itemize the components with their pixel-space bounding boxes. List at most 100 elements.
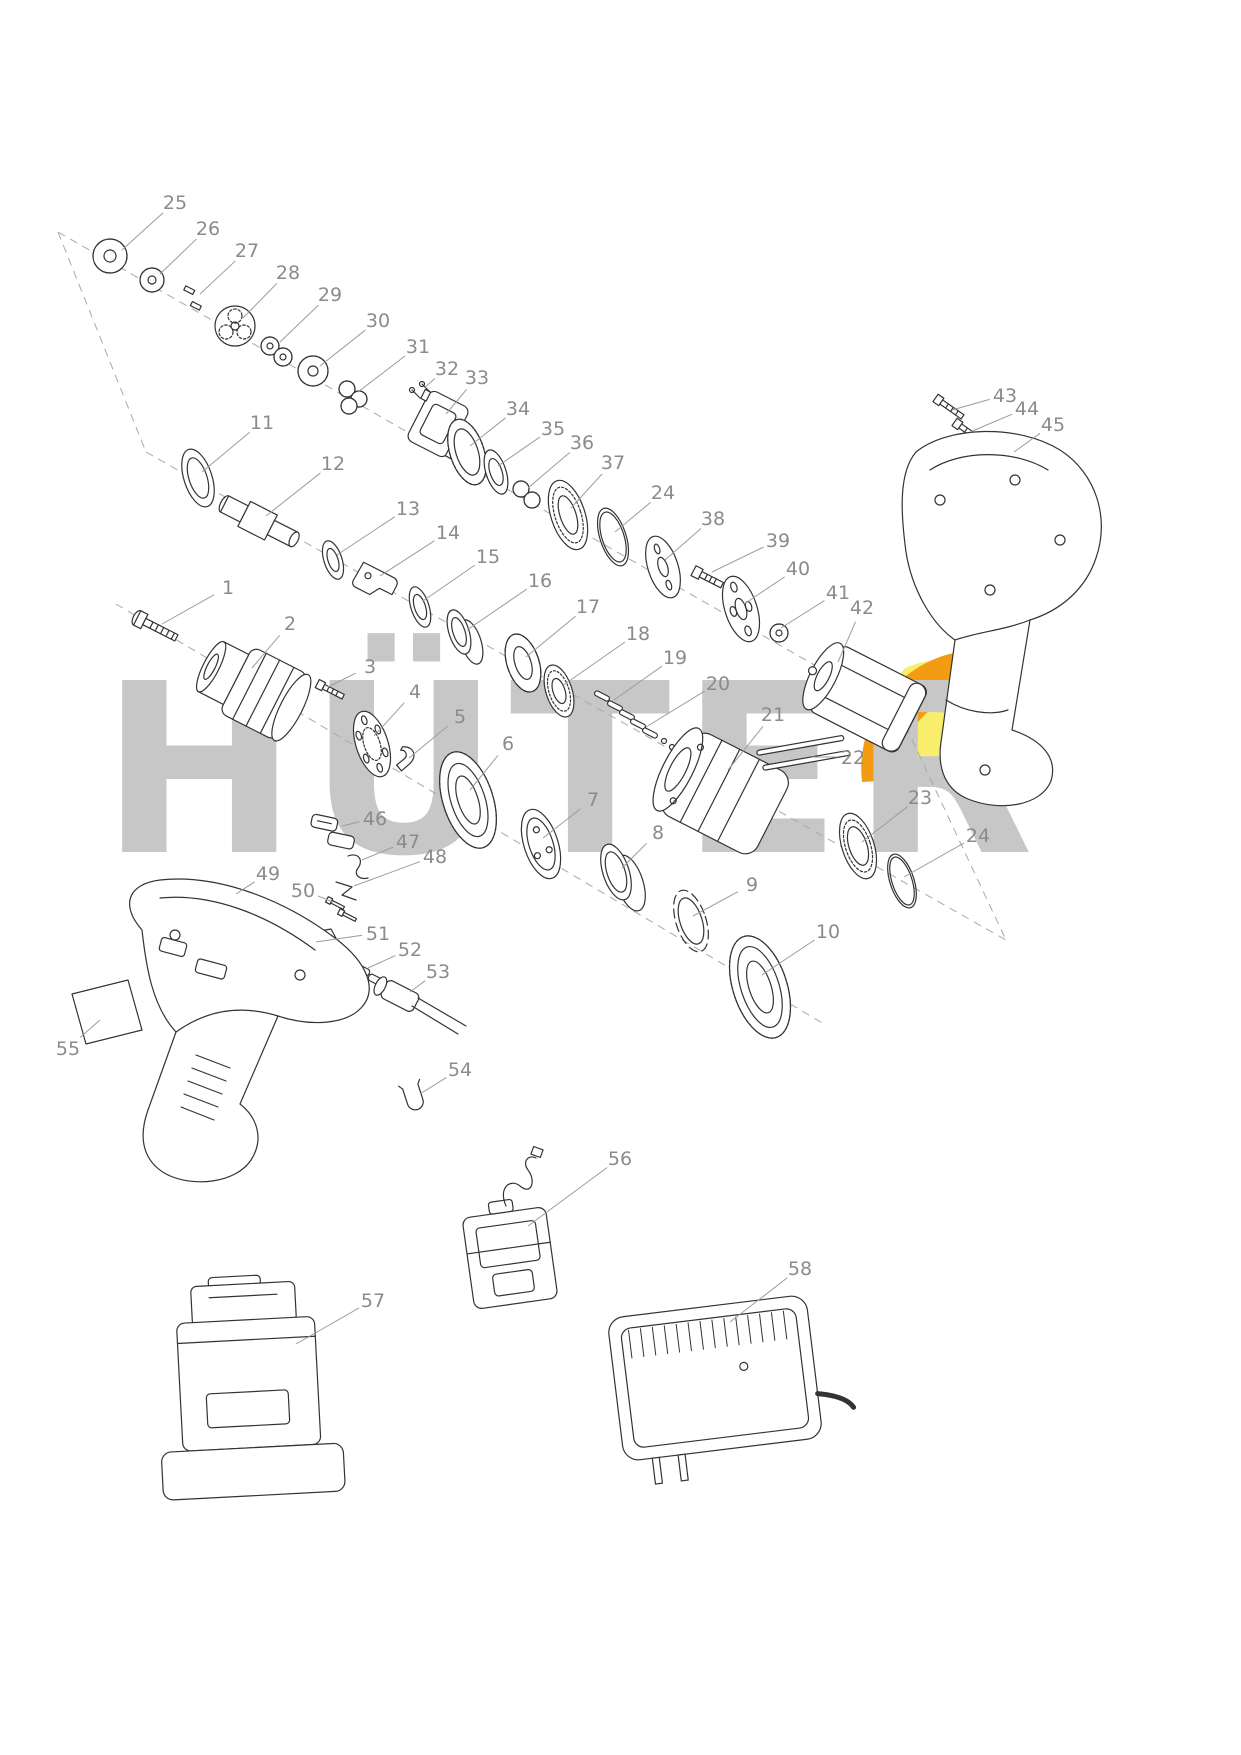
part-50-screws <box>324 896 358 922</box>
callout-10: 10 <box>816 921 840 943</box>
part-2-chuck <box>195 640 312 742</box>
part-36-gears <box>512 480 541 509</box>
callout-46: 46 <box>363 808 387 830</box>
leader-line-32 <box>423 378 436 389</box>
part-32-screws <box>408 380 431 399</box>
leader-line-20 <box>645 690 705 728</box>
callout-51: 51 <box>366 923 390 945</box>
part-12-spindle-shaft <box>218 495 300 548</box>
part-47-wire-clip <box>347 854 369 880</box>
leader-line-13 <box>336 516 395 556</box>
leader-line-50 <box>317 895 334 903</box>
callout-33: 33 <box>465 367 489 389</box>
callout-53: 53 <box>426 961 450 983</box>
leader-line-51 <box>315 934 363 943</box>
leader-line-47 <box>361 846 394 861</box>
callout-12: 12 <box>321 453 345 475</box>
part-54-u-clip <box>397 1078 424 1111</box>
callout-36: 36 <box>570 432 594 454</box>
leader-line-39 <box>711 546 764 573</box>
part-14-bracket-plate <box>352 561 398 596</box>
part-9-wave-washer <box>673 889 709 953</box>
callout-25: 25 <box>163 192 187 214</box>
leader-line-55 <box>79 1019 101 1038</box>
callout-29: 29 <box>318 284 342 306</box>
part-13-washer <box>321 540 345 580</box>
part-48-spring-wire <box>335 881 357 901</box>
leader-line-38 <box>664 528 702 561</box>
leader-line-34 <box>469 417 506 447</box>
part-26-gear <box>139 267 165 293</box>
callout-9: 9 <box>746 874 758 896</box>
leader-line-11 <box>201 431 251 473</box>
leader-lines-layer <box>79 212 1041 1345</box>
callout-8: 8 <box>652 822 664 844</box>
part-58-charger <box>608 1295 857 1485</box>
callout-17: 17 <box>576 596 600 618</box>
leader-line-3 <box>327 672 356 688</box>
leader-line-31 <box>357 355 406 393</box>
leader-line-15 <box>422 564 476 602</box>
callout-21: 21 <box>761 704 785 726</box>
leader-line-23 <box>861 806 908 843</box>
leader-line-12 <box>265 472 321 517</box>
part-42-motor <box>802 642 927 753</box>
callout-48: 48 <box>423 846 447 868</box>
part-38-disc <box>645 535 681 599</box>
callout-3: 3 <box>364 656 376 678</box>
leader-line-53 <box>409 980 426 993</box>
part-5-clip <box>395 746 415 772</box>
part-10-adjust-cap-ring <box>728 935 792 1039</box>
leader-line-33 <box>445 388 468 415</box>
callout-54: 54 <box>448 1059 472 1081</box>
callout-16: 16 <box>528 570 552 592</box>
part-22-rods <box>756 735 851 771</box>
callout-50: 50 <box>291 880 315 902</box>
leader-line-6 <box>469 755 499 791</box>
part-18-bearing <box>543 664 575 718</box>
leader-line-28 <box>242 283 278 319</box>
leader-line-4 <box>373 702 405 737</box>
leader-line-10 <box>761 939 815 976</box>
leader-line-35 <box>497 436 541 467</box>
part-23-bearing <box>838 812 878 880</box>
part-46-selector-buttons <box>310 813 355 850</box>
leader-line-52 <box>367 955 396 969</box>
part-21-gearbox-assembly <box>652 727 789 855</box>
leader-line-43 <box>951 398 990 411</box>
part-27-pins <box>183 285 202 311</box>
callout-30: 30 <box>366 310 390 332</box>
callout-5: 5 <box>454 706 466 728</box>
part-8-spring-rings <box>600 843 646 912</box>
callout-37: 37 <box>601 452 625 474</box>
part-41-pinion-gear <box>769 623 789 643</box>
callout-55: 55 <box>56 1038 80 1060</box>
part-1-chuck-screw <box>131 609 179 642</box>
part-right-housing-half <box>901 430 1102 807</box>
leader-line-17 <box>525 615 576 658</box>
callout-58: 58 <box>788 1258 812 1280</box>
callout-32: 32 <box>435 358 459 380</box>
leader-line-16 <box>466 588 528 631</box>
part-11-sleeve-ring <box>181 448 215 508</box>
leader-line-21 <box>727 726 764 771</box>
callout-52: 52 <box>398 939 422 961</box>
part-24-o-ring-lower <box>887 853 917 909</box>
leader-line-26 <box>159 238 197 275</box>
callout-20: 20 <box>706 673 730 695</box>
leader-line-8 <box>621 842 648 869</box>
leader-line-41 <box>780 600 825 629</box>
callout-28: 28 <box>276 262 300 284</box>
part-19-pins <box>593 690 636 721</box>
callout-15: 15 <box>476 546 500 568</box>
callout-45: 45 <box>1041 414 1065 436</box>
part-31-planet-gears <box>338 380 368 415</box>
callout-35: 35 <box>541 418 565 440</box>
callout-24: 24 <box>651 482 675 504</box>
callout-23: 23 <box>908 787 932 809</box>
callout-18: 18 <box>626 623 650 645</box>
part-25-cam-ring <box>92 238 128 274</box>
callout-43: 43 <box>993 385 1017 407</box>
leader-line-9 <box>692 891 739 917</box>
